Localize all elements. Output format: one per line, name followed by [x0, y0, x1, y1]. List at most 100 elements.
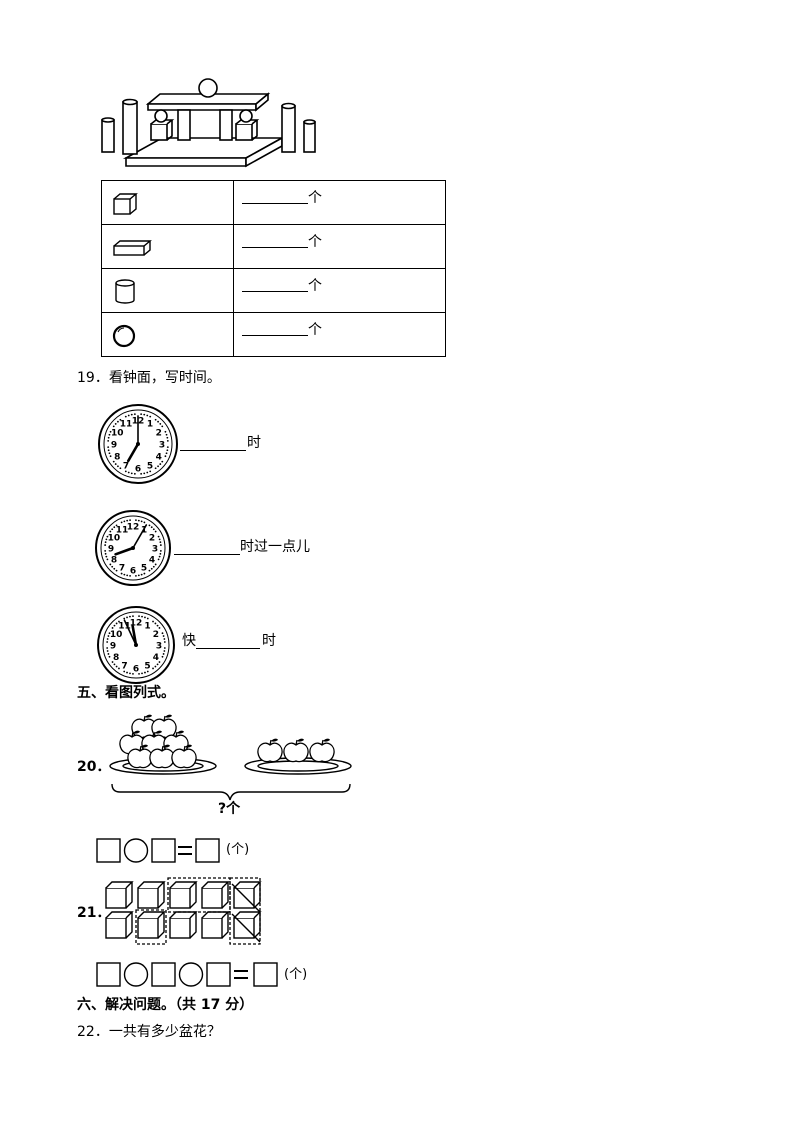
apple-group: [106, 714, 354, 784]
clock-number: 6: [130, 567, 136, 577]
clock-number: 10: [108, 534, 121, 544]
minute-dot: [158, 627, 161, 629]
q21-equation: (个): [96, 961, 326, 989]
apple-icon: [257, 738, 283, 763]
clock-number: 11: [116, 525, 129, 535]
minute-dot: [158, 538, 161, 541]
operator-circle: [123, 838, 149, 863]
minute-dot: [156, 663, 159, 666]
minute-dot: [154, 530, 157, 533]
clock3-prefix: 快: [182, 633, 196, 649]
cuboid-count-unit: 个: [308, 234, 322, 250]
clock-number: 4: [156, 453, 162, 463]
minute-dot: [152, 667, 154, 670]
minute-dot: [124, 415, 127, 418]
table-row: 个: [101, 180, 446, 225]
minute-dot: [129, 574, 131, 577]
minute-dot: [113, 663, 116, 666]
table-row: 个: [101, 312, 446, 357]
clock-number: 10: [110, 630, 123, 640]
table-row: 个: [101, 268, 446, 313]
minute-dot: [159, 541, 162, 544]
section5-title: 五、看图列式。: [77, 685, 175, 701]
clock3-answer-blank[interactable]: [196, 634, 260, 649]
minute-dot: [106, 641, 109, 643]
q19-prompt: 看钟面，写时间。: [108, 370, 221, 386]
minute-dot: [120, 572, 123, 575]
q20-equation: (个): [96, 838, 266, 864]
minute-dot: [135, 574, 137, 577]
minute-dot: [108, 655, 111, 658]
minute-dot: [108, 433, 111, 436]
minute-dot: [135, 519, 137, 522]
minute-dot: [152, 528, 155, 531]
cube-count-blank[interactable]: [242, 189, 308, 204]
minute-dot: [137, 574, 140, 577]
minute-dot: [105, 538, 108, 541]
cube-icon: [137, 911, 166, 939]
minute-dot: [163, 650, 166, 652]
minute-dot: [120, 521, 123, 524]
minute-dot: [130, 413, 133, 416]
clock-number: 7: [119, 564, 125, 574]
minute-dot: [104, 552, 107, 555]
minute-dot: [118, 620, 120, 623]
minute-dot: [115, 569, 118, 572]
minute-dot: [111, 565, 114, 568]
minute-dot: [117, 420, 119, 423]
minute-dot: [107, 436, 110, 439]
minute-dot: [104, 544, 107, 546]
minute-dot: [140, 413, 143, 416]
sphere-count-unit: 个: [308, 322, 322, 338]
apple-icon: [151, 714, 177, 739]
hour-hand: [126, 442, 140, 463]
crossed-cube-icon: [231, 911, 262, 943]
minute-dot: [154, 563, 157, 566]
cylinder-icon: [114, 278, 138, 306]
clock-number: 6: [135, 465, 141, 475]
minute-dot: [107, 439, 110, 442]
minute-dot: [133, 472, 136, 475]
minute-dot: [157, 465, 159, 468]
clock-number: 8: [114, 453, 120, 463]
minute-dot: [140, 520, 143, 523]
blocks-building-illustration: [96, 76, 286, 176]
clock-number: 1: [144, 622, 150, 632]
cuboid-count-blank[interactable]: [242, 233, 308, 248]
q20-number: 20．: [77, 759, 111, 775]
minute-dot: [138, 615, 140, 618]
clock-number: 12: [130, 619, 143, 629]
minute-dot: [107, 446, 110, 449]
minute-dot: [143, 472, 146, 475]
minute-dot: [154, 665, 157, 668]
cube-icon: [169, 911, 198, 939]
minute-dot: [138, 672, 140, 675]
sphere-count-blank[interactable]: [242, 321, 308, 336]
minute-dot: [163, 638, 166, 640]
clock1-answer-blank[interactable]: [180, 436, 246, 451]
clock-number: 9: [108, 545, 114, 555]
clock-number: 6: [133, 665, 139, 675]
minute-dot: [126, 519, 129, 522]
cube-count-unit: 个: [308, 190, 322, 206]
minute-dot: [109, 430, 112, 433]
clock2-answer-blank[interactable]: [174, 540, 240, 555]
clock2-suffix: 时过一点儿: [240, 539, 310, 555]
clock1-suffix: 时: [247, 435, 261, 451]
minute-dot: [146, 414, 149, 417]
minute-dot: [161, 425, 164, 428]
sphere-icon: [112, 323, 138, 349]
q19-number: 19．: [77, 370, 109, 386]
minute-dot: [104, 550, 107, 552]
minute-dot: [148, 569, 151, 572]
minute-dot: [159, 550, 162, 552]
minute-dot: [158, 661, 161, 663]
cylinder-count-blank[interactable]: [242, 277, 308, 292]
minute-dot: [148, 524, 151, 527]
cylinder-count-unit: 个: [308, 278, 322, 294]
dashed-group-box: [167, 877, 231, 913]
minute-dot: [105, 555, 108, 558]
clock-number: 9: [111, 441, 117, 451]
